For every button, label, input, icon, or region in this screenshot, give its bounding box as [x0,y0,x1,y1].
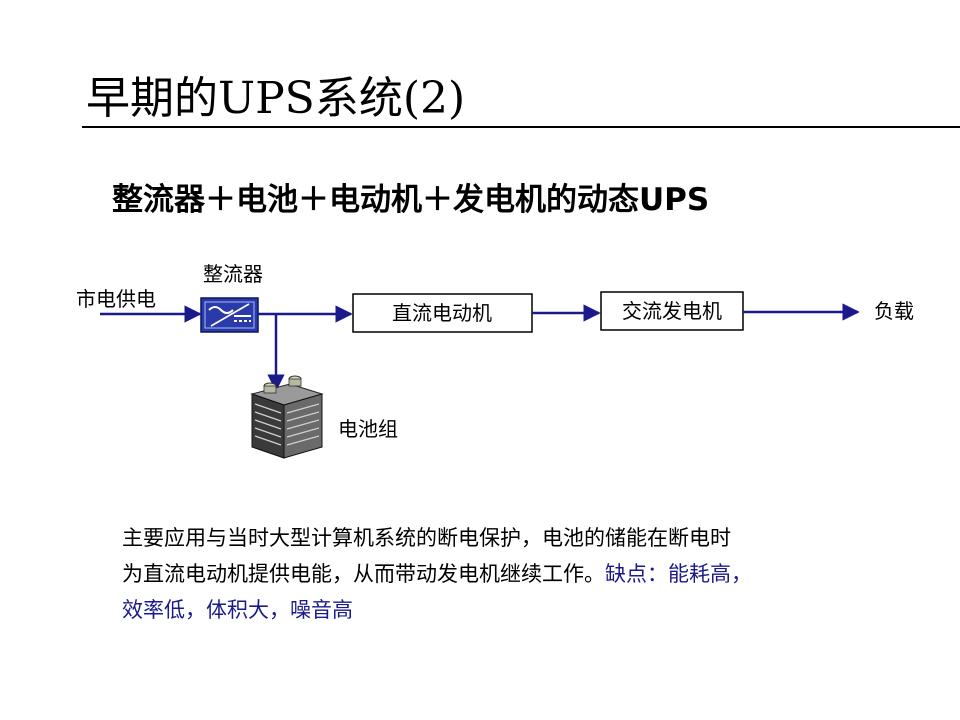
battery-label: 电池组 [338,417,398,441]
ac-generator-label: 交流发电机 [622,299,722,323]
slide-title: 早期的UPS系统(2) [86,73,466,124]
description-line-2: 为直流电动机提供电能，从而带动发电机继续工作。缺点：能耗高， [122,556,922,592]
rectifier-icon [200,297,259,333]
battery-icon [250,375,324,459]
dc-motor-block: 直流电动机 [352,293,533,333]
description-line-1: 主要应用与当时大型计算机系统的断电保护，电池的储能在断电时 [122,526,731,550]
load-label: 负载 [874,299,914,323]
dc-motor-label: 直流电动机 [392,301,492,325]
slide-subtitle: 整流器＋电池＋电动机＋发电机的动态UPS [112,182,710,218]
title-divider [82,126,960,128]
disadvantages-lead: 缺点：能耗高， [605,562,752,586]
battery-terminals [263,375,302,394]
disadvantages-list: 效率低，体积大，噪音高 [122,598,353,622]
ac-generator-block: 交流发电机 [600,291,744,331]
rectifier-label: 整流器 [203,262,263,286]
description-text: 主要应用与当时大型计算机系统的断电保护，电池的储能在断电时 为直流电动机提供电能… [122,520,922,628]
input-label: 市电供电 [76,287,156,311]
description-line-2-plain: 为直流电动机提供电能，从而带动发电机继续工作。 [122,562,605,586]
